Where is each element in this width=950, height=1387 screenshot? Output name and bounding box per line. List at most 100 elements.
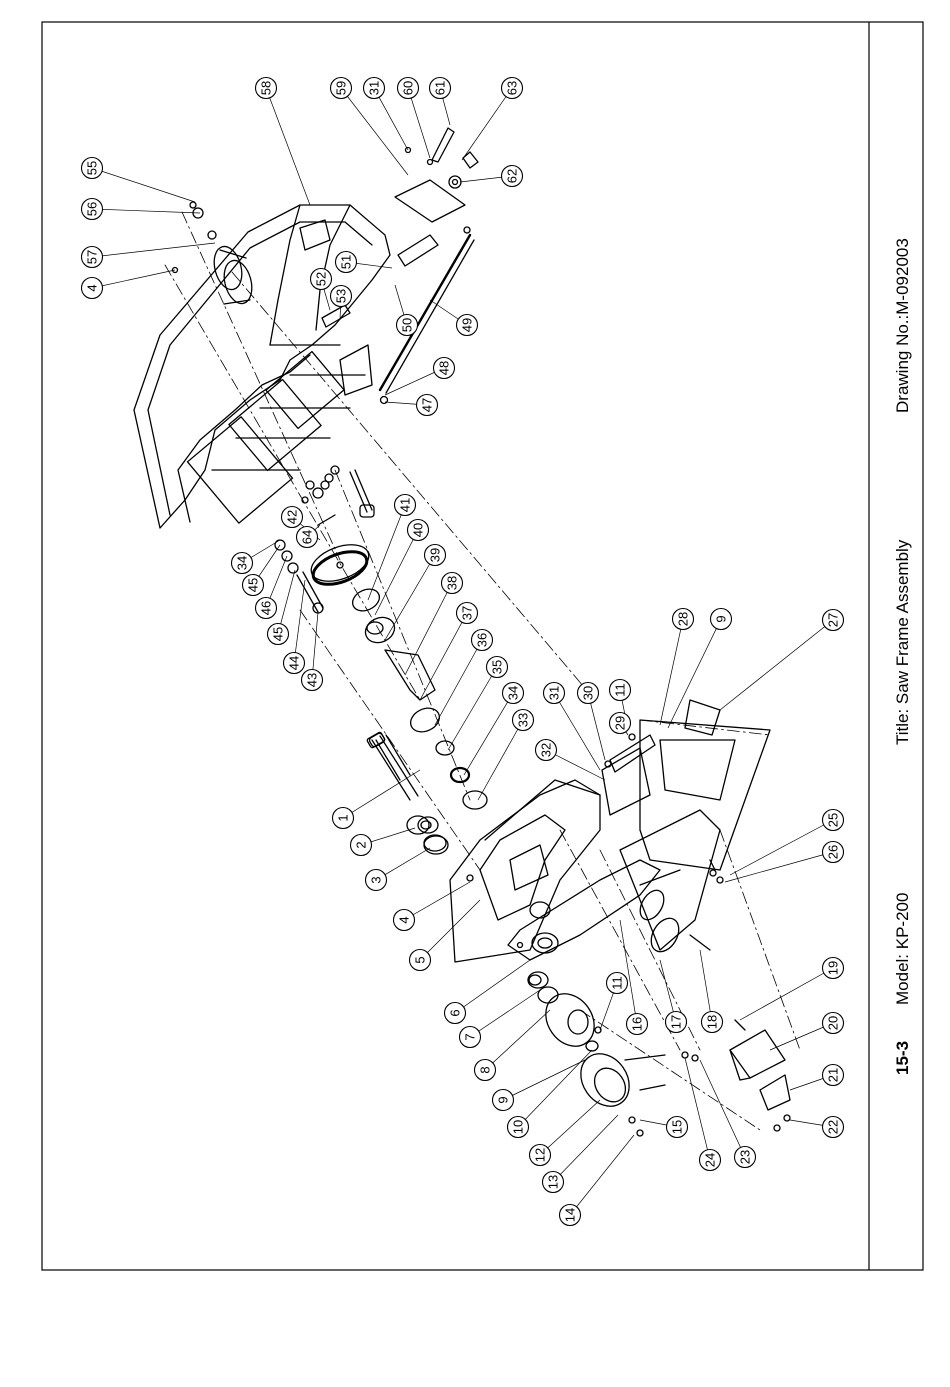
callout-c32: 32 — [536, 740, 606, 781]
leader-line — [730, 820, 833, 875]
callout-c41: 41 — [368, 495, 416, 601]
callout-number: 9 — [496, 1096, 511, 1103]
callout-number: 28 — [676, 612, 691, 626]
callout-number: 30 — [581, 686, 596, 700]
callout-number: 35 — [490, 660, 505, 674]
leader-line — [668, 619, 721, 728]
callout-number: 27 — [826, 613, 841, 627]
callout-c60: 60 — [398, 78, 431, 159]
callout-number: 32 — [539, 743, 554, 757]
callout-number: 4 — [397, 916, 412, 923]
callout-number: 38 — [445, 576, 460, 590]
leader-line — [375, 530, 418, 615]
callout-number: 1 — [336, 814, 351, 821]
callout-c4b: 4 — [82, 270, 176, 299]
callout-number: 3 — [369, 876, 384, 883]
callout-number: 11 — [613, 683, 628, 697]
leader-line — [448, 667, 497, 750]
leader-line — [92, 209, 200, 213]
callout-c38: 38 — [405, 573, 463, 676]
callout-c22: 22 — [790, 1117, 844, 1138]
leader-line — [470, 990, 540, 1037]
callout-number: 57 — [85, 250, 100, 264]
bearing-stack — [349, 585, 487, 851]
callout-number: 64 — [300, 530, 315, 544]
callout-number: 45 — [271, 627, 286, 641]
callout-c58: 58 — [256, 78, 311, 206]
callout-number: 23 — [738, 1150, 753, 1164]
callout-c7: 7 — [460, 990, 541, 1048]
leader-line — [368, 505, 405, 600]
leader-line — [503, 1060, 585, 1100]
callout-number: 7 — [463, 1033, 478, 1040]
leader-line — [405, 583, 452, 675]
callout-number: 45 — [246, 578, 261, 592]
motor-shaft — [620, 810, 720, 957]
callout-c29: 29 — [610, 713, 631, 736]
leader-line — [92, 168, 195, 202]
callout-c52: 52 — [311, 269, 332, 311]
upper-shaft-stack — [275, 466, 374, 613]
model-label: Model: KP-200 — [893, 893, 912, 1005]
callout-c64: 64 — [297, 525, 321, 548]
callout-c19: 19 — [740, 958, 844, 1021]
callout-number: 48 — [437, 361, 452, 375]
leader-line — [620, 920, 637, 1024]
callout-number: 60 — [401, 81, 416, 95]
callout-number: 9 — [714, 615, 729, 622]
callout-number: 34 — [235, 556, 250, 570]
callout-c55: 55 — [82, 158, 196, 203]
leader-line — [92, 243, 215, 257]
callout-c34b: 34 — [232, 540, 281, 574]
leader-line — [660, 619, 683, 725]
callout-number: 63 — [505, 81, 520, 95]
callout-number: 10 — [511, 1120, 526, 1134]
title-block: 15-3 Model: KP-200 Title: Saw Frame Asse… — [893, 238, 912, 1075]
callout-number: 12 — [533, 1148, 548, 1162]
callout-c37: 37 — [420, 603, 478, 701]
callout-c56: 56 — [82, 199, 201, 220]
leader-line — [464, 693, 513, 775]
callout-c13: 13 — [543, 1115, 619, 1193]
callout-number: 22 — [826, 1120, 841, 1134]
callout-c53: 53 — [331, 286, 352, 321]
callout-number: 49 — [460, 318, 475, 332]
callout-number: 19 — [826, 961, 841, 975]
callout-number: 15 — [670, 1120, 685, 1134]
callout-number: 5 — [413, 956, 428, 963]
callout-number: 24 — [703, 1153, 718, 1167]
leader-line — [720, 620, 833, 710]
callout-c30: 30 — [578, 683, 606, 761]
callout-number: 44 — [287, 656, 302, 670]
leader-line — [420, 613, 467, 700]
leader-line — [725, 852, 833, 882]
callout-c35: 35 — [448, 657, 508, 751]
leader-line — [420, 900, 480, 960]
callout-c10: 10 — [508, 1050, 593, 1138]
leader-line — [266, 88, 310, 205]
callout-number: 36 — [475, 633, 490, 647]
rear-mount-bracket — [682, 877, 790, 1131]
callout-number: 8 — [478, 1066, 493, 1073]
section-number: 15-3 — [893, 1041, 912, 1075]
callout-c12: 12 — [530, 1100, 601, 1166]
leader-line — [343, 770, 420, 818]
assembly-axes — [165, 212, 800, 1130]
callout-c62: 62 — [460, 166, 523, 187]
callout-c61: 61 — [430, 78, 451, 126]
callout-number: 40 — [411, 523, 426, 537]
callout-number: 37 — [460, 606, 475, 620]
callout-c8: 8 — [475, 1010, 551, 1081]
callout-number: 14 — [563, 1208, 578, 1222]
callout-c24: 24 — [685, 1058, 721, 1171]
callout-c21: 21 — [790, 1065, 844, 1091]
callout-number: 11 — [610, 976, 625, 990]
title-label: Title: Saw Frame Assembly — [893, 539, 912, 745]
callout-number: 53 — [334, 289, 349, 303]
leader-line — [294, 580, 305, 663]
callout-c26: 26 — [725, 842, 844, 883]
leader-line — [385, 555, 435, 640]
callout-c9a: 9 — [493, 1060, 586, 1111]
callout-number: 34 — [506, 686, 521, 700]
